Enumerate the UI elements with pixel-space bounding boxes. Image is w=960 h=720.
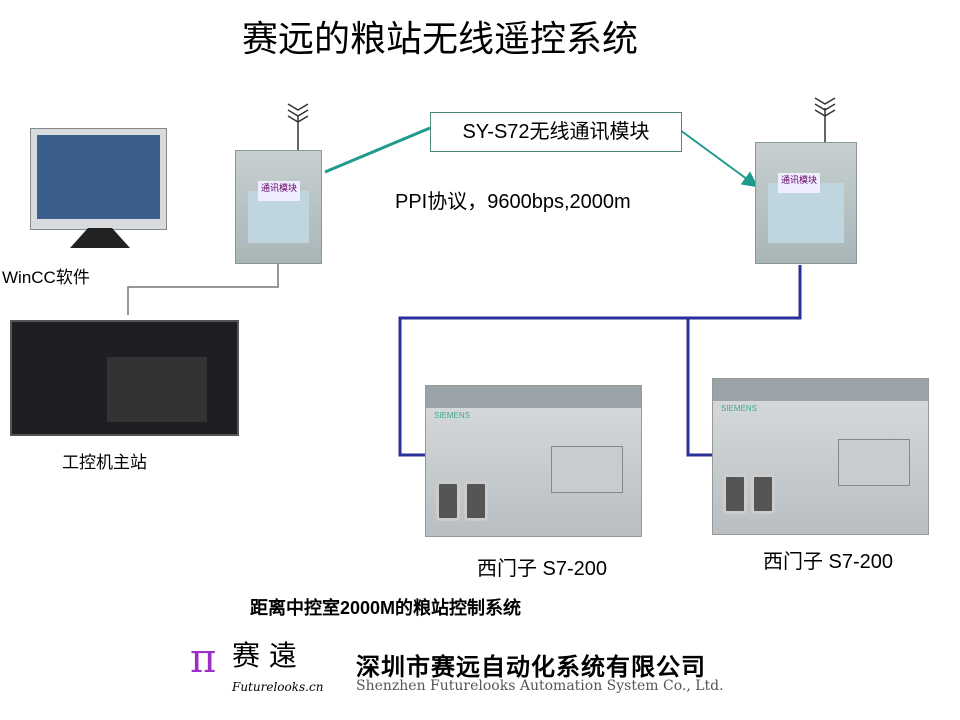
pc-label: 工控机主站 [62, 453, 147, 472]
module-label-box: SY-S72无线通讯模块 [430, 112, 682, 152]
module-text: 通讯模块 [258, 181, 300, 201]
antenna-icon [287, 103, 309, 150]
module-text: 通讯模块 [778, 173, 820, 193]
monitor-stand [70, 228, 130, 248]
plc-brand: SIEMENS [434, 411, 471, 420]
wired-link-pc [127, 262, 279, 315]
page-title: 赛远的粮站无线遥控系统 [241, 19, 638, 60]
logo-text: 赛 遠 [232, 639, 297, 672]
plc-1: SIEMENS [425, 385, 642, 537]
wireless-module-right: 通讯模块 [755, 142, 857, 264]
wireless-link-left [324, 126, 431, 174]
monitor [30, 128, 167, 230]
plc1-label: 西门子 S7-200 [477, 558, 608, 580]
company-name-en: Shenzhen Futurelooks Automation System C… [356, 678, 724, 694]
bus-line [398, 265, 802, 457]
antenna-icon [814, 97, 836, 145]
wincc-label: WinCC软件 [2, 268, 90, 287]
wireless-link-right [679, 129, 759, 188]
protocol-label: PPI协议，9600bps,2000m [395, 191, 631, 213]
wireless-module-left: 通讯模块 [235, 150, 322, 264]
plc2-label: 西门子 S7-200 [763, 551, 894, 573]
plc-brand: SIEMENS [721, 404, 758, 413]
plc-2: SIEMENS [712, 378, 929, 535]
logo-url: Futurelooks.cn [232, 680, 324, 694]
company-logo-icon: π [190, 636, 217, 682]
company-name-cn: 深圳市赛远自动化系统有限公司 [356, 654, 706, 681]
caption: 距离中控室2000M的粮站控制系统 [250, 598, 522, 618]
industrial-pc [10, 320, 239, 436]
